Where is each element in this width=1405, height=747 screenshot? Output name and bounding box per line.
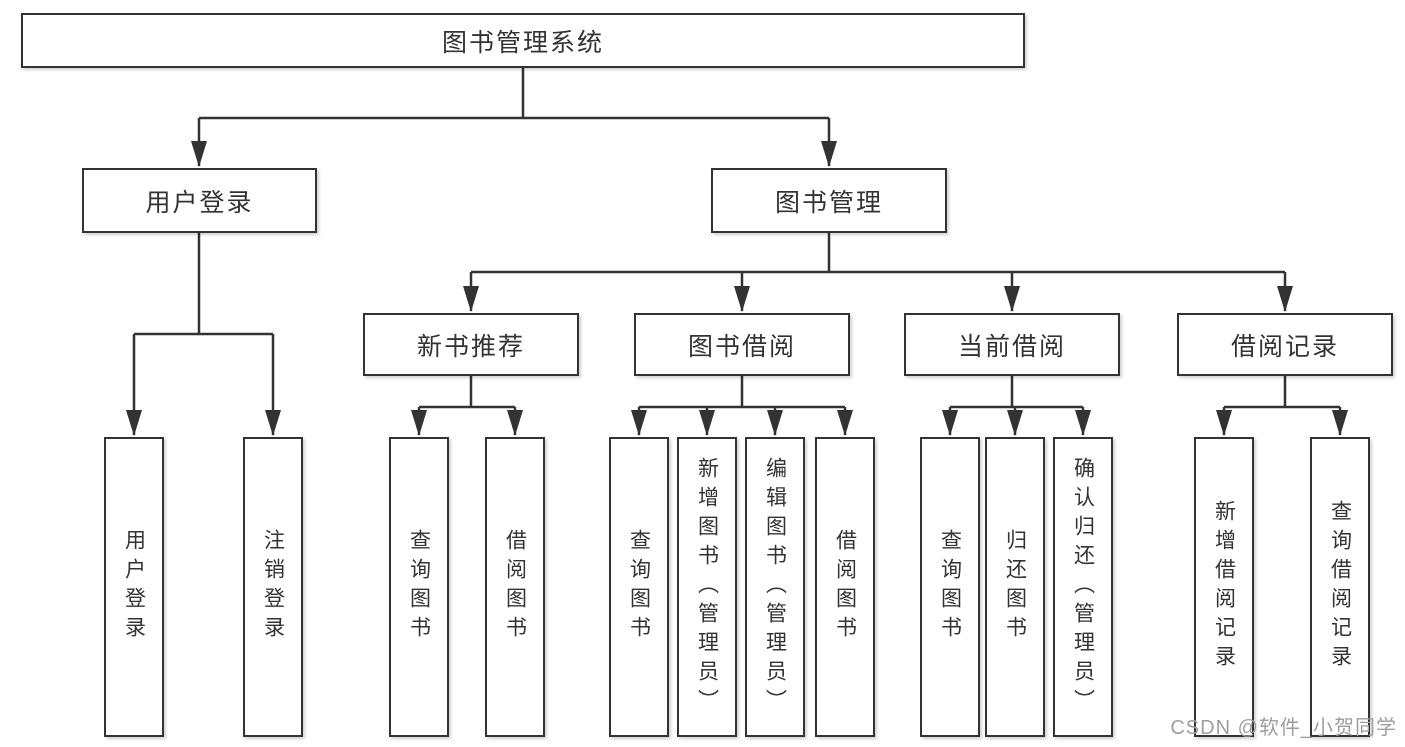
leaf-borrow-borrow: 借阅图书	[815, 437, 875, 737]
node-new-book-recommend-label: 新书推荐	[416, 332, 525, 361]
leaf-record-add: 新增借阅记录	[1194, 437, 1254, 737]
leaf-user-login-login-label: 用户登录	[122, 529, 146, 645]
leaf-borrow-query: 查询图书	[609, 437, 669, 737]
node-new-book-recommend: 新书推荐	[363, 313, 579, 376]
connector-user-login-split	[126, 233, 281, 436]
leaf-record-query: 查询借阅记录	[1310, 437, 1370, 737]
leaf-new-book-query-label: 查询图书	[407, 529, 431, 645]
leaf-borrow-query-label: 查询图书	[627, 529, 651, 645]
leaf-current-confirm-admin-label: 确认归还（管理员）	[1071, 456, 1095, 718]
leaf-record-add-label: 新增借阅记录	[1212, 500, 1236, 674]
leaf-current-confirm-admin: 确认归还（管理员）	[1053, 437, 1113, 737]
leaf-current-return: 归还图书	[985, 437, 1045, 737]
connector-book-borrow-split	[631, 376, 853, 436]
node-root: 图书管理系统	[21, 13, 1025, 68]
node-book-borrow: 图书借阅	[634, 313, 850, 376]
leaf-borrow-add-admin-label: 新增图书（管理员）	[695, 456, 719, 718]
connector-new-book-recommend-split	[411, 376, 523, 436]
node-current-borrow: 当前借阅	[904, 313, 1120, 376]
leaf-borrow-edit-admin: 编辑图书（管理员）	[745, 437, 805, 737]
leaf-user-login-login: 用户登录	[104, 437, 164, 737]
leaf-record-query-label: 查询借阅记录	[1328, 500, 1352, 674]
node-root-label: 图书管理系统	[441, 28, 604, 57]
node-current-borrow-label: 当前借阅	[957, 332, 1066, 361]
node-book-management-label: 图书管理	[774, 188, 883, 217]
leaf-user-login-logout: 注销登录	[243, 437, 303, 737]
leaf-current-query: 查询图书	[920, 437, 980, 737]
node-user-login-label: 用户登录	[145, 188, 254, 217]
leaf-new-book-query: 查询图书	[389, 437, 449, 737]
node-book-management: 图书管理	[711, 168, 947, 233]
connector-borrow-record-split	[1216, 376, 1348, 436]
node-borrow-record: 借阅记录	[1177, 313, 1393, 376]
leaf-new-book-borrow: 借阅图书	[485, 437, 545, 737]
connector-book-management-split	[463, 233, 1293, 312]
connector-current-borrow-split	[942, 376, 1091, 436]
watermark: CSDN @软件_小贺同学	[1170, 717, 1397, 739]
leaf-borrow-edit-admin-label: 编辑图书（管理员）	[763, 456, 787, 718]
leaf-borrow-borrow-label: 借阅图书	[833, 529, 857, 645]
leaf-user-login-logout-label: 注销登录	[261, 529, 285, 645]
leaf-current-return-label: 归还图书	[1003, 529, 1027, 645]
leaf-current-query-label: 查询图书	[938, 529, 962, 645]
leaf-new-book-borrow-label: 借阅图书	[503, 529, 527, 645]
connector-root-split	[191, 68, 837, 167]
node-user-login: 用户登录	[82, 168, 317, 233]
leaf-borrow-add-admin: 新增图书（管理员）	[677, 437, 737, 737]
node-borrow-record-label: 借阅记录	[1230, 332, 1339, 361]
node-book-borrow-label: 图书借阅	[687, 332, 796, 361]
